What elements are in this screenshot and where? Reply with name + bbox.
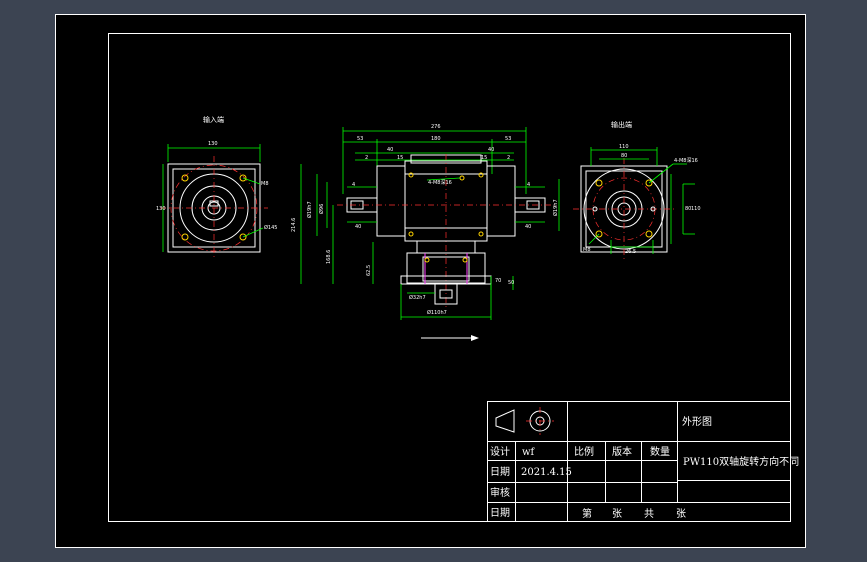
drawing-canvas: 输入端 130 130 <box>55 14 806 548</box>
dim-base-a: Ø32h7 <box>409 294 426 301</box>
sheet-zhang1: 张 <box>612 508 622 520</box>
inner-frame <box>108 33 791 522</box>
dim-foot1: 70 <box>495 278 501 284</box>
right-dim-small: M8 <box>583 247 591 253</box>
right-dim-bottom: 26.5 <box>625 249 636 255</box>
direction-arrow <box>471 335 479 341</box>
date-value: 2021.4.15 <box>521 467 572 478</box>
right-hole-note: 4-M8深16 <box>674 157 698 164</box>
drawing-title: 外形图 <box>682 416 712 428</box>
dim-shaft-right: Ø19h7 <box>552 199 559 216</box>
dim-d1: 2 <box>365 155 368 161</box>
label-date2: 日期 <box>490 507 510 519</box>
sheet-zhang2: 张 <box>676 508 686 520</box>
sheet-gong: 共 <box>644 508 654 520</box>
outer-frame <box>55 14 806 548</box>
right-dim-side: 80 <box>685 206 691 212</box>
dim-base-b: Ø110h7 <box>427 309 447 316</box>
input-end-view: 输入端 130 130 <box>156 115 277 260</box>
label-date: 日期 <box>490 466 510 478</box>
label-review: 审核 <box>490 486 510 499</box>
dim-spig: Ø96 <box>318 204 325 214</box>
right-dim-top2: 80 <box>621 153 627 159</box>
dim-h3: 4 <box>527 182 530 188</box>
drawing-sheet[interactable]: 输入端 130 130 <box>55 14 806 548</box>
dim-v3: 62.5 <box>366 265 372 276</box>
left-note-1: M8 <box>261 181 269 187</box>
dim-h1: 4 <box>352 182 355 188</box>
dim-h4: 40 <box>525 224 531 230</box>
dim-v1: 214.6 <box>291 218 297 232</box>
right-dim-top1: 110 <box>619 144 629 150</box>
dim-d5: 40 <box>488 147 494 153</box>
projection-cone-icon <box>495 409 515 433</box>
right-dim-side2: 110 <box>691 206 701 212</box>
label-scale: 比例 <box>574 445 594 458</box>
dim-shaft-left: Ø19h7 <box>306 201 313 218</box>
sheet-di: 第 <box>582 507 592 520</box>
dim-foot2: 50 <box>508 280 514 286</box>
dim-center: 180 <box>431 136 441 142</box>
dim-v2: 168.6 <box>326 250 332 264</box>
dim-overall: 276 <box>431 124 441 130</box>
dim-left: 53 <box>357 136 363 142</box>
dim-d2: 40 <box>387 147 393 153</box>
designer-value: wf <box>522 447 536 458</box>
label-version: 版本 <box>612 445 632 458</box>
label-quantity: 数量 <box>650 445 670 458</box>
output-end-label: 输出端 <box>611 120 632 129</box>
dim-right: 53 <box>505 136 511 142</box>
dim-d6: 2 <box>507 155 510 161</box>
dim-d3: 15 <box>397 155 403 161</box>
front-view: 276 53 180 53 40 40 2 15 15 2 <box>291 124 560 341</box>
left-note-2: Ø145 <box>264 224 277 231</box>
left-dim-top: 130 <box>208 141 218 147</box>
left-dim-side: 130 <box>156 206 166 212</box>
label-design: 设计 <box>490 445 510 458</box>
output-end-view: 输出端 110 <box>573 120 701 260</box>
part-name: PW110双轴旋转方向不同 <box>683 455 799 468</box>
input-end-label: 输入端 <box>203 115 224 124</box>
title-block: 外形图 设计 wf 比例 版本 数量 日期 2021.4.15 PW110双轴旋… <box>487 401 799 522</box>
front-hole-note: 4-M8深16 <box>428 179 452 186</box>
dim-h2: 40 <box>355 224 361 230</box>
dim-d4: 15 <box>481 155 487 161</box>
